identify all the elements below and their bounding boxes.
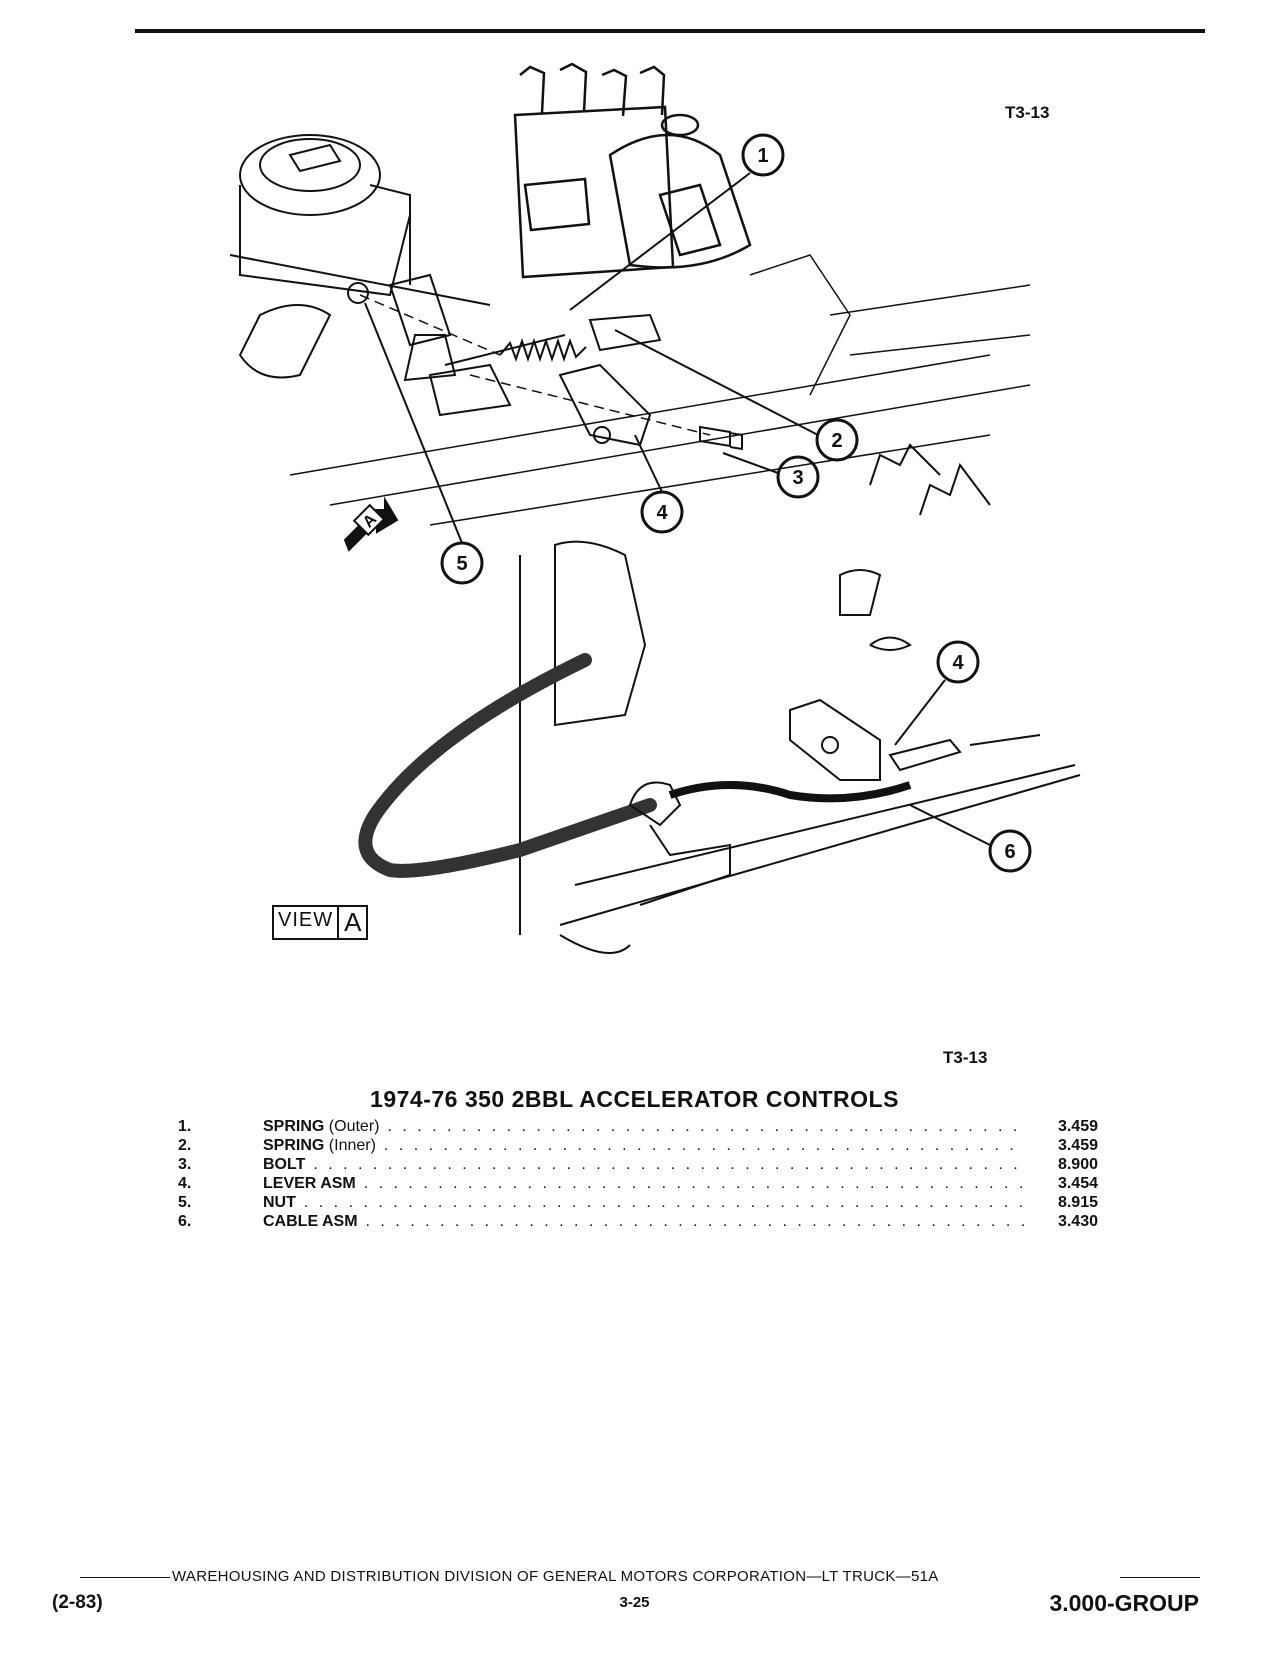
part-name: BOLT [263,1156,306,1173]
part-name: NUT [263,1194,296,1211]
carburetor-drawing [230,134,491,379]
part-number: 3. [178,1156,192,1173]
distributor-drawing [513,62,752,279]
parts-row: 6. CABLE ASM 3.430 [178,1212,1098,1231]
part-group-code: 3.459 [1057,1137,1098,1154]
part-group-code: 8.915 [1057,1194,1098,1211]
dot-leader [304,1193,1025,1212]
throttle-bracket-drawing [347,273,512,417]
top-rule [135,29,1205,33]
part-qualifier: (Outer) [328,1118,380,1135]
figure-code-top: T3-13 [1005,103,1050,122]
footer-publisher: WAREHOUSING AND DISTRIBUTION DIVISION OF… [172,1568,939,1585]
view-a-label: VIEW A [272,905,369,940]
dot-leader [364,1174,1025,1193]
part-group-code: 3.454 [1057,1175,1098,1192]
callout-6: 6 [1004,841,1015,863]
dot-leader [366,1212,1025,1231]
footer-date: (2-83) [52,1592,103,1613]
cable-asm-inner [668,781,912,803]
footer-rule-right [1120,1577,1200,1578]
callout-4-view-a: 4 [952,652,964,674]
dot-leader [313,1155,1025,1174]
footer-rule-left [80,1577,170,1578]
parts-title: 1974-76 350 2BBL ACCELERATOR CONTROLS [370,1086,899,1112]
callouts [440,133,1032,873]
view-a-arrow-icon: A [343,496,399,552]
part-name: LEVER ASM [263,1175,356,1192]
part-name: SPRING [263,1137,325,1154]
accelerator-controls-illustration: 1 2 3 4 5 4 6 A [230,62,1081,954]
part-name: SPRING [263,1118,325,1135]
lever-and-bolt-drawing [558,363,743,451]
part-number: 5. [178,1194,192,1211]
parts-row: 4. LEVER ASM 3.454 [178,1174,1098,1193]
part-group-code: 3.459 [1057,1118,1098,1135]
part-number: 2. [178,1137,192,1154]
callout-5: 5 [456,553,467,575]
engine-block-lines [289,254,1031,526]
view-label-letter: A [337,905,369,940]
part-name: CABLE ASM [263,1213,358,1230]
springs-drawing [444,313,662,366]
footer: (2-83) 3-25 3.000-GROUP [0,1590,1269,1620]
footer-page-number: 3-25 [619,1594,650,1611]
view-a-lever-drawing [628,698,1041,906]
part-qualifier: (Inner) [328,1137,376,1154]
callout-2: 2 [831,430,842,452]
part-group-code: 3.430 [1057,1213,1098,1230]
part-number: 1. [178,1118,192,1135]
assembly-dash-lines [359,294,711,436]
parts-row: 2. SPRING (Inner) 3.459 [178,1136,1098,1155]
parts-row: 3. BOLT 8.900 [178,1155,1098,1174]
dot-leader [387,1117,1025,1136]
cable-asm-drawing [358,653,657,878]
callout-3: 3 [792,467,803,489]
dot-leader [384,1136,1025,1155]
part-number: 6. [178,1213,192,1230]
part-group-code: 8.900 [1057,1156,1098,1173]
parts-list: 1. SPRING (Outer) 3.459 2. SPRING (Inner… [178,1117,1098,1231]
callout-4: 4 [656,502,668,524]
callout-1: 1 [757,145,768,167]
view-a-firewall-drawing [519,443,1081,954]
parts-row: 1. SPRING (Outer) 3.459 [178,1117,1098,1136]
callout-leaders [364,172,991,846]
parts-row: 5. NUT 8.915 [178,1193,1098,1212]
figure-code-bottom: T3-13 [943,1048,988,1067]
view-label-word: VIEW [272,905,338,940]
footer-group: 3.000-GROUP [1049,1590,1199,1616]
part-number: 4. [178,1175,192,1192]
